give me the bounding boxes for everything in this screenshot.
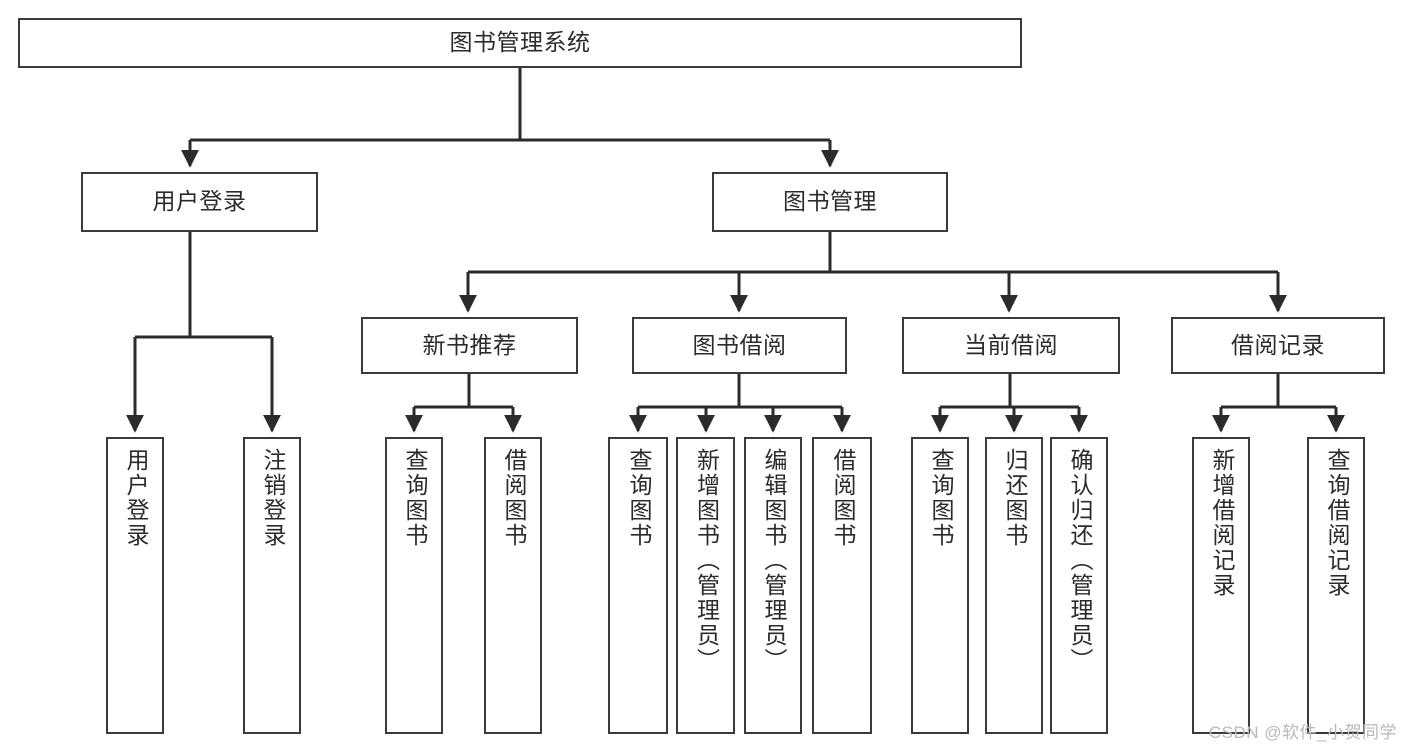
node-book-borrow[interactable]: 图书借阅 [632, 317, 847, 374]
node-leaf-query-book-2[interactable]: 查询图书 [608, 437, 668, 734]
node-leaf-logout-label: 注销登录 [259, 448, 286, 548]
node-new-book-recommend-label: 新书推荐 [422, 331, 517, 358]
node-leaf-return-book-label: 归还图书 [1001, 448, 1028, 548]
node-root-label: 图书管理系统 [449, 29, 591, 56]
node-leaf-query-book-3-label: 查询图书 [927, 448, 954, 548]
node-leaf-query-book-1-label: 查询图书 [401, 448, 428, 548]
node-leaf-add-book[interactable]: 新增图书（管理员） [676, 437, 735, 734]
node-leaf-query-book-2-label: 查询图书 [625, 448, 652, 548]
node-borrow-record-label: 借阅记录 [1231, 331, 1325, 358]
node-leaf-query-record[interactable]: 查询借阅记录 [1307, 437, 1365, 734]
node-leaf-query-book-1[interactable]: 查询图书 [385, 437, 443, 734]
watermark: CSDN @软件_小贺同学 [1208, 723, 1397, 742]
node-leaf-edit-book-label: 编辑图书（管理员） [760, 448, 787, 673]
node-leaf-query-record-label: 查询借阅记录 [1323, 448, 1350, 598]
node-leaf-user-login[interactable]: 用户登录 [106, 437, 164, 734]
node-leaf-query-book-3[interactable]: 查询图书 [911, 437, 969, 734]
node-current-borrow-label: 当前借阅 [964, 331, 1058, 358]
node-book-borrow-label: 图书借阅 [692, 331, 787, 358]
node-leaf-confirm-return[interactable]: 确认归还（管理员） [1050, 437, 1108, 734]
node-leaf-confirm-return-label: 确认归还（管理员） [1066, 448, 1093, 673]
node-book-manage[interactable]: 图书管理 [712, 172, 948, 232]
node-leaf-borrow-book-1-label: 借阅图书 [500, 448, 527, 548]
node-leaf-user-login-label: 用户登录 [122, 448, 149, 548]
node-leaf-logout[interactable]: 注销登录 [243, 437, 301, 734]
node-user-login-label: 用户登录 [152, 188, 247, 215]
node-leaf-return-book[interactable]: 归还图书 [985, 437, 1043, 734]
node-leaf-edit-book[interactable]: 编辑图书（管理员） [744, 437, 802, 734]
node-leaf-add-record-label: 新增借阅记录 [1208, 448, 1235, 598]
node-user-login[interactable]: 用户登录 [81, 172, 318, 232]
node-book-manage-label: 图书管理 [783, 188, 877, 215]
node-leaf-add-book-label: 新增图书（管理员） [693, 448, 720, 673]
node-leaf-borrow-book-1[interactable]: 借阅图书 [484, 437, 542, 734]
node-leaf-add-record[interactable]: 新增借阅记录 [1192, 437, 1250, 734]
node-current-borrow[interactable]: 当前借阅 [902, 317, 1120, 374]
node-leaf-borrow-book-2[interactable]: 借阅图书 [812, 437, 872, 734]
node-root[interactable]: 图书管理系统 [18, 18, 1022, 68]
node-borrow-record[interactable]: 借阅记录 [1171, 317, 1385, 374]
node-leaf-borrow-book-2-label: 借阅图书 [829, 448, 856, 548]
node-new-book-recommend[interactable]: 新书推荐 [361, 317, 578, 374]
